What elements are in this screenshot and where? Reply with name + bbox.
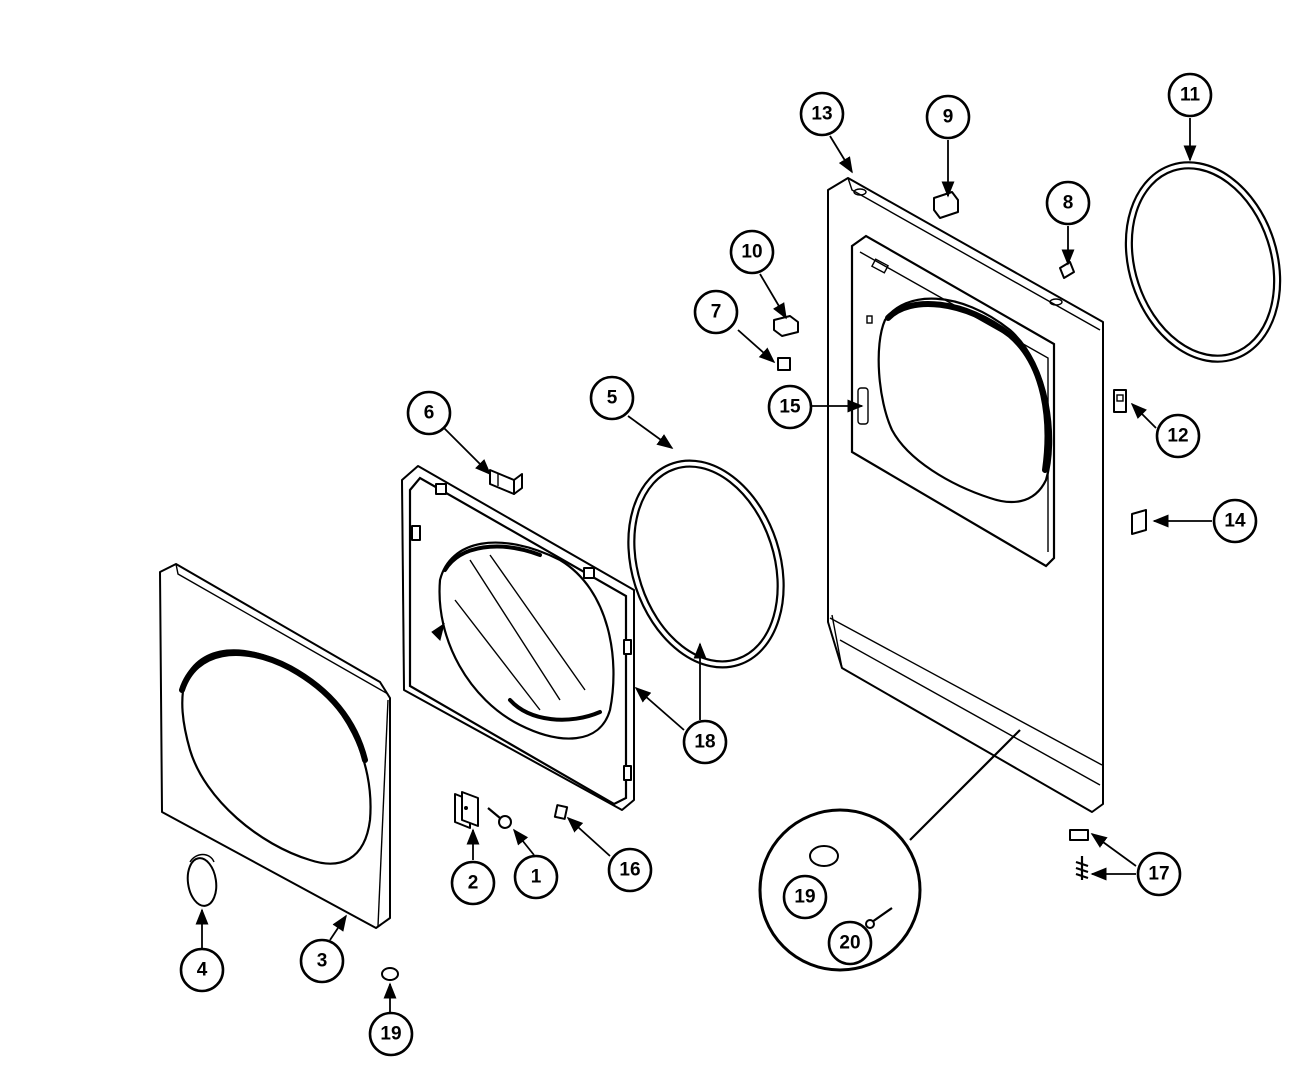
door-bracket-part: [489, 469, 523, 495]
hinge-screw-part: [487, 807, 512, 829]
door-seal-ring-part: [627, 459, 785, 669]
callout-label: 13: [811, 104, 832, 125]
callout-8: 8: [1045, 180, 1091, 226]
callout-17: 17: [1136, 851, 1182, 897]
latch-part: [1131, 509, 1147, 535]
callout-label: 2: [468, 873, 479, 894]
callout-16: 16: [607, 847, 653, 893]
inner-door-frame-part: [401, 465, 635, 811]
callout-label: 11: [1180, 85, 1201, 106]
callout-11: 11: [1167, 72, 1213, 118]
callout-label: 12: [1167, 426, 1188, 447]
leveling-foot-part: [381, 967, 399, 981]
callout-15: 15: [767, 384, 813, 430]
top-clip-part: [933, 191, 959, 219]
callout-3: 3: [299, 938, 345, 984]
callout-12: 12: [1155, 413, 1201, 459]
cover-cap-part: [186, 853, 218, 907]
detail-inset: [758, 729, 1021, 972]
callout-19-lower: 19: [368, 1011, 414, 1057]
callout-10: 10: [729, 229, 775, 275]
callout-label: 16: [619, 860, 640, 881]
callout-2: 2: [450, 860, 496, 906]
switch-block-part: [777, 357, 791, 371]
callout-label: 7: [711, 302, 722, 323]
callout-9: 9: [925, 94, 971, 140]
door-switch-part: [1113, 389, 1127, 413]
rear-door-seal-ring-part: [1124, 161, 1282, 363]
callout-label: 10: [741, 242, 762, 263]
callout-18: 18: [682, 719, 728, 765]
callout-label: 14: [1224, 511, 1246, 532]
callout-label: 19: [794, 887, 815, 908]
callout-label: 6: [424, 403, 435, 424]
panel-clip-part: [1059, 261, 1075, 279]
callout-label: 15: [779, 397, 801, 418]
callout-label: 9: [943, 107, 954, 128]
callout-label: 8: [1063, 193, 1074, 214]
callout-label: 5: [607, 388, 618, 409]
callout-20: 20: [827, 920, 873, 966]
callout-6: 6: [406, 390, 452, 436]
callout-label: 20: [839, 933, 860, 954]
mounting-screw-part: [1075, 856, 1089, 880]
callout-label: 17: [1148, 864, 1169, 885]
callout-1: 1: [513, 854, 559, 900]
callout-19-inset: 19: [782, 874, 828, 920]
callout-label: 19: [380, 1024, 401, 1045]
callout-label: 1: [531, 867, 542, 888]
front-panel-part: [827, 177, 1104, 813]
callout-7: 7: [693, 289, 739, 335]
callout-14: 14: [1212, 498, 1258, 544]
leader-lines: [195, 118, 1212, 1012]
mounting-clip-part: [1069, 829, 1089, 841]
callout-13: 13: [799, 91, 845, 137]
door-clip-part: [553, 804, 569, 820]
callout-label: 18: [694, 732, 715, 753]
callout-5: 5: [589, 375, 635, 421]
callout-4: 4: [179, 947, 225, 993]
hinge-part: [454, 791, 479, 829]
callout-label: 3: [317, 951, 328, 972]
callout-label: 4: [197, 960, 208, 981]
outer-door-part: [159, 563, 391, 929]
latch-strike-part: [773, 315, 799, 337]
